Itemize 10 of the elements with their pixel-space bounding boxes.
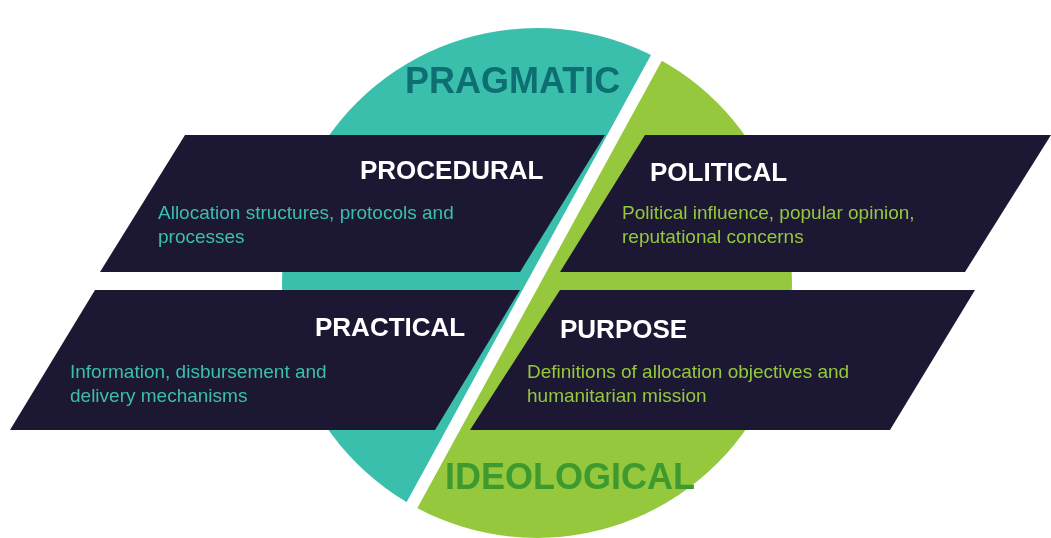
section-heading: PROCEDURAL <box>360 155 544 186</box>
description-text: Information, disbursement and delivery mechanisms <box>70 360 328 408</box>
section-heading: PRACTICAL <box>315 312 466 343</box>
description-text: Allocation structures, protocols and processes <box>158 201 455 249</box>
category-title: PRAGMATIC <box>405 60 621 102</box>
description-text: Definitions of allocation objectives and humanitarian mission <box>527 360 851 408</box>
section-heading: PURPOSE <box>560 314 688 345</box>
category-title: IDEOLOGICAL <box>445 456 695 498</box>
description-text: Political influence, popular opinion, reputational concerns <box>622 201 916 249</box>
section-heading: POLITICAL <box>650 157 788 188</box>
